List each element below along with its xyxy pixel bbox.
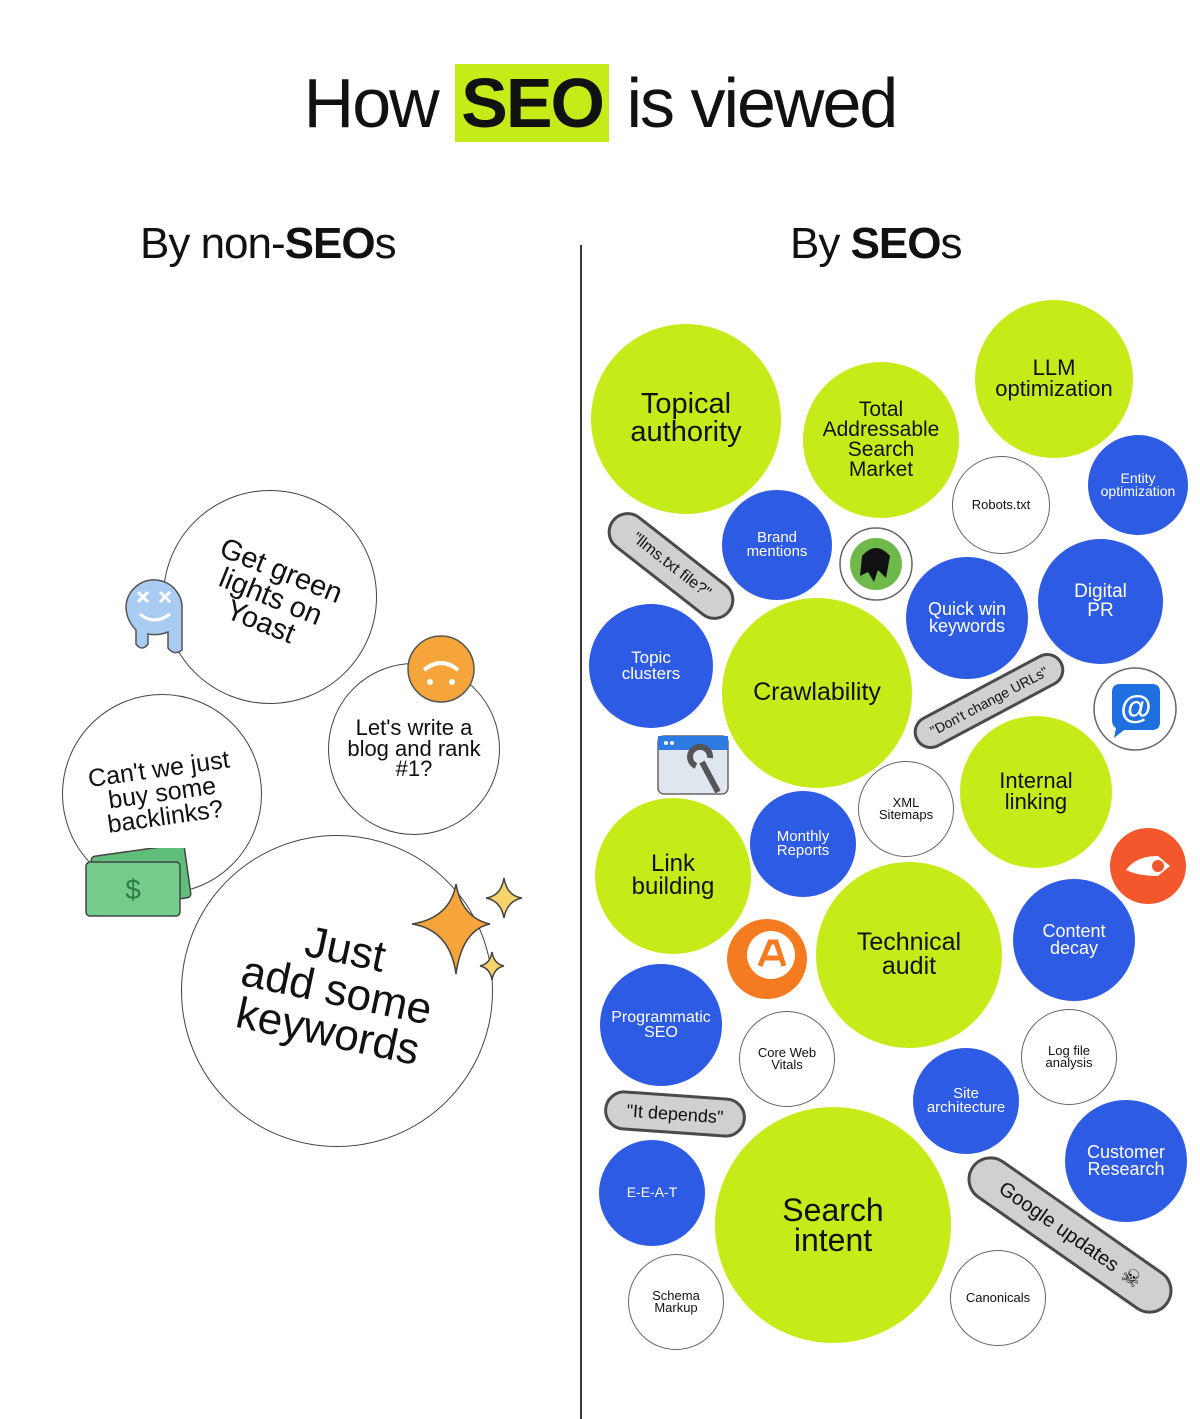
bubble-label: Programmatic SEO [611,1008,711,1041]
rocket-logo-icon [1110,828,1186,904]
bubble-label: LLM optimization [995,355,1113,401]
bubble-monthly: Monthly Reports [750,791,856,897]
frog-crawler-icon [839,527,913,601]
column-divider [580,245,582,1419]
non-seo-heading: By non-SEOs [140,218,397,270]
title-prefix: How [303,64,440,142]
bubble-topical-authority: Topical authority [591,324,781,514]
cash-icon: $ [85,848,192,917]
bubble-programmatic: Programmatic SEO [600,964,722,1086]
svg-text:@: @ [1120,689,1151,725]
bubble-robots: Robots.txt [952,456,1050,554]
page-title: How SEO is viewed [0,62,1200,144]
bubble-keywords: Just add some keywords [181,835,493,1147]
bubble-site-architecture: Site architecture [913,1048,1019,1154]
bubble-label: Monthly Reports [776,827,830,859]
bubble-quick-win: Quick win keywords [906,557,1028,679]
sparkle-icon [411,877,523,981]
heading-suffix: s [940,219,963,268]
bubble-brand: Brand mentions [722,490,832,600]
bubble-label: Digital PR [1074,581,1127,621]
bubble-log-file: Log file analysis [1021,1009,1117,1105]
bubble-label: Canonicals [965,1289,1031,1305]
bubble-label: Robots.txt [971,496,1031,512]
bubble-label: Let's write a blog and rank #1? [347,714,481,782]
bubble-label: Quick win keywords [927,598,1007,636]
bubble-crawlability: Crawlability [722,598,912,788]
seo-heading: By SEOs [790,218,963,270]
bubble-entity: Entity optimization [1088,435,1188,535]
bubble-canonicals: Canonicals [950,1250,1046,1346]
toolbox-wrench-icon [657,735,729,795]
bubble-label: Crawlability [753,678,881,707]
bubble-label: Can't we just buy some backlinks? [86,745,232,839]
title-suffix: is viewed [626,64,898,142]
bubble-label: Schema Markup [652,1287,700,1315]
bubble-label: Core Web Vitals [757,1044,817,1072]
bubble-label: Total Addressable Search Market [822,398,940,481]
bubble-label: Topical authority [630,388,742,448]
bubble-blog: Let's write a blog and rank #1? [328,663,500,835]
pill-label: "llms.txt file?" [628,529,714,602]
smiley-icon [407,635,475,703]
bubble-search-intent: Search intent [715,1107,951,1343]
bubble-label: Entity optimization [1100,469,1176,499]
bubble-eeat: E-E-A-T [599,1140,705,1246]
svg-text:$: $ [125,874,141,905]
bubble-label: Technical audit [856,928,962,980]
heading-bold: SEO [284,219,376,268]
ahrefs-logo-icon [727,919,807,999]
bubble-label: Internal linking [999,768,1073,814]
bubble-label: XML Sitemaps [878,794,934,822]
bubble-digital-pr: Digital PR [1038,539,1163,664]
bubble-label: Log file analysis [1045,1042,1093,1070]
heading-bold: SEO [850,219,942,268]
dizzy-face-icon [125,579,183,654]
title-highlight: SEO [455,64,609,142]
pill-label: "It depends" [626,1100,725,1127]
bubble-label: Get green lights on Yoast [214,531,347,651]
pill-it-depends: "It depends" [602,1089,748,1139]
bubble-label: Site architecture [926,1084,1006,1116]
bubble-llm: LLM optimization [975,300,1133,458]
skull-icon: ☠ [1116,1261,1147,1294]
bubble-customer-research: Customer Research [1065,1100,1187,1222]
heading-prefix: By [790,219,851,268]
bubble-topic-clusters: Topic clusters [589,604,713,728]
heading-prefix: By non- [140,219,286,268]
bubble-label: Brand mentions [746,528,808,560]
bubble-yoast: Get green lights on Yoast [163,490,377,704]
heading-suffix: s [374,219,397,268]
bubble-label: Content decay [1042,920,1106,958]
bubble-cwv: Core Web Vitals [739,1011,835,1107]
bubble-label: Topic clusters [621,647,681,683]
bubble-technical-audit: Technical audit [816,862,1002,1048]
bubble-xml: XML Sitemaps [858,761,954,857]
bubble-label: Link building [631,850,715,900]
bubble-label: E-E-A-T [626,1184,678,1201]
bubble-internal-linking: Internal linking [960,716,1112,868]
bubble-tasm: Total Addressable Search Market [803,362,959,518]
bubble-schema: Schema Markup [628,1254,724,1350]
bubble-link-building: Link building [595,798,751,954]
bubble-label: Customer Research [1086,1141,1166,1179]
bubble-label: Search intent [782,1191,884,1258]
at-sign-icon: @ [1093,667,1177,751]
bubble-content-decay: Content decay [1013,879,1135,1001]
